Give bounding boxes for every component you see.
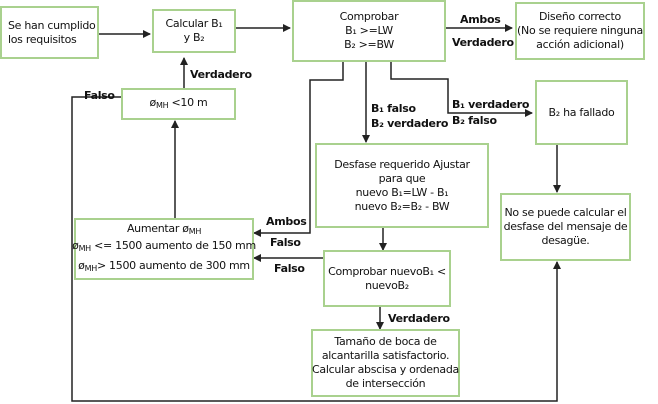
subscript-mh: MH	[188, 227, 202, 236]
box-text: Diseño correcto	[539, 10, 621, 23]
label-ambos-verdadero-bottom: Verdadero	[452, 36, 514, 49]
box-text: los requisitos	[8, 32, 77, 46]
box-text: nuevoB₂	[365, 278, 409, 292]
box-check-new-b1-b2: Comprobar nuevoB₁ < nuevoB₂	[323, 250, 451, 307]
box-text: de intersección	[345, 377, 426, 390]
label-ambos-verdadero-top: Ambos	[460, 13, 501, 26]
label-falso-diam: Falso	[84, 89, 115, 102]
box-required-offset: Desfase requerido Ajustar para que nuevo…	[315, 143, 489, 228]
box-text: No se puede calcular el	[504, 206, 627, 219]
subscript-mh: MH	[78, 244, 92, 253]
box-text: Tamaño de boca de	[334, 335, 437, 348]
label-b1-falso: B₁ falso	[371, 102, 416, 115]
box-text: Aumentar øMH	[126, 222, 202, 236]
label-verdadero-diam: Verdadero	[190, 68, 252, 81]
label-verdadero-checknew: Verdadero	[388, 312, 450, 325]
box-text: desfase del mensaje de	[503, 220, 628, 233]
box-text: acción adicional)	[536, 38, 624, 51]
box-increase-diameter: Aumentar øMH øMH <= 1500 aumento de 150 …	[72, 218, 256, 280]
box-text: desagüe.	[541, 234, 590, 247]
box-design-correct: Diseño correcto (No se requiere ninguna …	[515, 2, 645, 60]
arrow-check-to-increase	[253, 62, 344, 237]
box-text: B₂ ha fallado	[548, 105, 615, 119]
box-diameter-check: øMH <10 m	[121, 88, 236, 120]
box-text: Calcular B₁	[165, 17, 223, 30]
box-text: y B₂	[183, 31, 205, 44]
box-text: (No se requiere ninguna	[517, 24, 643, 37]
arrow-diam-false-loop	[71, 96, 561, 402]
box-text: Calcular abscisa y ordenada	[312, 363, 459, 376]
box-text: Se han cumplido	[8, 18, 96, 32]
label-b1-verdadero: B₁ verdadero	[452, 98, 530, 111]
label-b2-falso: B₂ falso	[452, 114, 497, 127]
label-ambos-falso-top: Ambos	[266, 215, 307, 228]
box-text: nuevo B₁=LW - B₁	[355, 185, 449, 199]
box-sewer-size-ok: Tamaño de boca de alcantarilla satisfact…	[311, 329, 460, 397]
box-text: nuevo B₂=B₂ - BW	[354, 199, 450, 213]
box-start: Se han cumplido los requisitos	[0, 6, 99, 59]
box-text: Comprobar nuevoB₁ <	[328, 264, 446, 278]
subscript-mh: MH	[155, 100, 169, 110]
box-cannot-calculate: No se puede calcular el desfase del mens…	[500, 193, 631, 261]
label-ambos-falso-bottom: Falso	[270, 236, 301, 249]
subscript-mh: MH	[84, 264, 98, 273]
arrow-check-to-b2fail	[390, 62, 533, 117]
box-calculate-b1-b2: Calcular B₁ y B₂	[152, 9, 236, 53]
box-text: B₁ >=LW	[345, 24, 393, 37]
box-check-b1-b2: Comprobar B₁ >=LW B₂ >=BW	[292, 0, 446, 62]
box-text: øMH <10 m	[149, 95, 208, 110]
box-text: para que	[378, 171, 426, 185]
box-text: alcantarilla satisfactorio.	[321, 349, 450, 362]
label-falso-checknew: Falso	[274, 262, 305, 275]
box-text: øMH> 1500 aumento de 300 mm	[78, 259, 250, 273]
label-b2-verdadero: B₂ verdadero	[371, 117, 449, 130]
box-text: Comprobar	[339, 10, 399, 23]
box-text: Desfase requerido Ajustar	[334, 157, 470, 171]
box-text: øMH <= 1500 aumento de 150 mm	[72, 239, 256, 253]
box-text: B₂ >=BW	[344, 38, 394, 51]
box-b2-failed: B₂ ha fallado	[535, 80, 628, 145]
